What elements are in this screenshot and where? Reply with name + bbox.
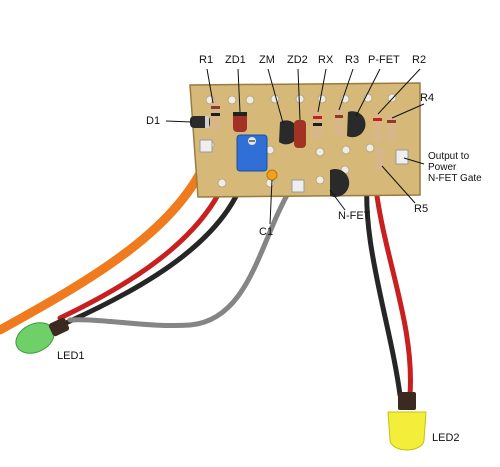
resistor-rx [313, 110, 322, 140]
led2-wire-bundle [364, 167, 413, 398]
label-r2: R2 [412, 54, 427, 66]
resistor-r5 [376, 146, 384, 170]
label-nfet: N-FET [338, 210, 371, 222]
label-r1: R1 [199, 54, 214, 66]
label-d1: D1 [146, 115, 161, 127]
capacitor-c1 [266, 169, 278, 181]
label-led2: LED2 [432, 432, 460, 444]
label-r4: R4 [420, 92, 435, 104]
resistor-r2 [373, 112, 382, 142]
label-led1: LED1 [57, 350, 85, 362]
resistor-r1 [211, 100, 220, 130]
label-rx: RX [318, 54, 334, 66]
label-c1: C1 [259, 226, 274, 238]
label-r5: R5 [414, 203, 429, 215]
transistor-pfet [347, 111, 366, 138]
leader-lines [165, 68, 425, 225]
label-pfet: P-FET [368, 54, 400, 66]
resistor-r4 [387, 114, 396, 142]
label-zm: ZM [259, 54, 275, 66]
label-output-note: Output to Power N-FET Gate [428, 151, 482, 184]
led1 [15, 317, 70, 354]
label-zd1: ZD1 [225, 54, 246, 66]
transistor-zm [279, 120, 299, 145]
label-zd2: ZD2 [287, 54, 308, 66]
resistor-r3 [335, 108, 343, 136]
label-r3: R3 [345, 54, 360, 66]
diode-d1 [190, 116, 210, 128]
led2 [387, 392, 427, 451]
zener-zd1 [233, 112, 247, 132]
zener-zd2 [294, 120, 306, 148]
transistor-nfet [330, 169, 350, 198]
trimpot [236, 134, 268, 172]
